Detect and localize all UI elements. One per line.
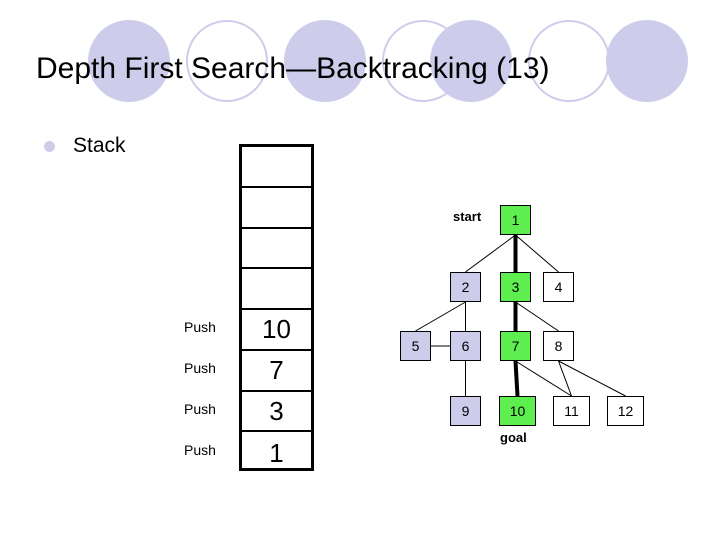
tree-node-9[interactable]: 9	[450, 396, 481, 426]
page-title: Depth First Search—Backtracking (13)	[36, 52, 550, 85]
tree-edge-7-10	[513, 360, 520, 397]
deco-circle-2	[186, 20, 268, 102]
tree-node-2[interactable]: 2	[450, 272, 481, 302]
bullet-stack-label: Stack	[73, 134, 126, 157]
start-label: start	[453, 209, 482, 224]
stack-cell: 3	[242, 392, 311, 433]
stack-push-label: Push	[184, 441, 216, 458]
deco-circle-3	[284, 20, 366, 102]
stack-push-label: Push	[184, 359, 216, 376]
tree-node-6[interactable]: 6	[450, 331, 481, 361]
stack-cell	[242, 269, 311, 310]
tree-edge-1-2	[465, 234, 516, 273]
stack-push-label: Push	[184, 318, 216, 335]
stack-cell	[242, 147, 311, 188]
tree-edge-7-11	[515, 360, 572, 397]
deco-circle-1	[88, 20, 170, 102]
tree-node-10[interactable]: 10	[499, 396, 536, 426]
tree-edge-8-12	[558, 360, 626, 397]
stack-cell: 1	[269, 437, 284, 468]
tree-edge-3-8	[515, 301, 559, 332]
tree-edge-1-4	[515, 234, 559, 273]
tree-node-7[interactable]: 7	[500, 331, 531, 361]
deco-circle-7	[606, 20, 688, 102]
tree-node-1[interactable]: 1	[500, 205, 531, 235]
stack-cell	[242, 229, 311, 270]
goal-label: goal	[500, 430, 527, 445]
stack-cell	[242, 188, 311, 229]
tree-node-4[interactable]: 4	[543, 272, 574, 302]
tree-node-11[interactable]: 11	[553, 396, 590, 426]
deco-circle-5	[430, 20, 512, 102]
tree-node-12[interactable]: 12	[607, 396, 644, 426]
bullet-stack-row: Stack	[44, 134, 126, 162]
stack-push-label: Push	[184, 400, 216, 417]
tree-node-3[interactable]: 3	[500, 272, 531, 302]
tree-edge-2-5	[415, 301, 466, 332]
bullet-dot-icon	[44, 140, 55, 152]
tree-node-5[interactable]: 5	[400, 331, 431, 361]
tree-node-8[interactable]: 8	[543, 331, 574, 361]
stack-cell: 7	[242, 351, 311, 392]
stack-cell: 10	[242, 310, 311, 351]
tree-edge-8-11	[558, 360, 572, 397]
